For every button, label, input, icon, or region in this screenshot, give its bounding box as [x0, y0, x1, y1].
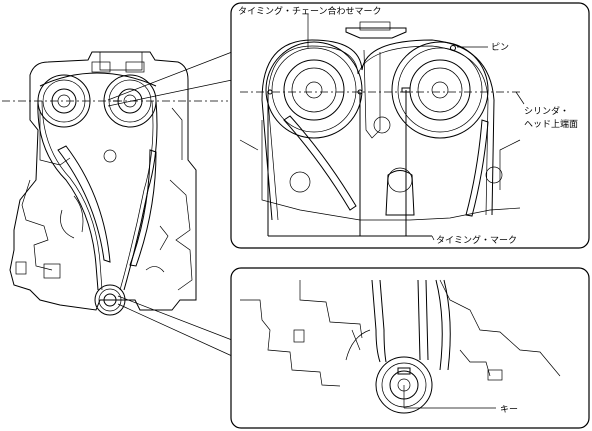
left-cam-sprocket-detail	[265, 41, 363, 139]
crank-detail-panel: キー	[230, 267, 590, 429]
crank-sprocket	[94, 284, 126, 316]
camshaft-detail-panel: タイミング・チェーン合わせマーク ピン シリンダ・ ヘッド上端面 タイミング・マ…	[230, 2, 590, 249]
timing-mark-label: タイミング・マーク	[436, 234, 517, 246]
timing-chain-mark-label: タイミング・チェーン合わせマーク	[238, 5, 382, 17]
pin-label: ピン	[491, 42, 509, 53]
right-cam-sprocket-detail	[391, 41, 489, 139]
cylinder-head-label-2: ヘッド上端面	[524, 118, 578, 130]
engine-overview	[2, 51, 233, 357]
cylinder-head-label-1: シリンダ・	[524, 105, 569, 117]
key-label: キー	[500, 405, 518, 415]
